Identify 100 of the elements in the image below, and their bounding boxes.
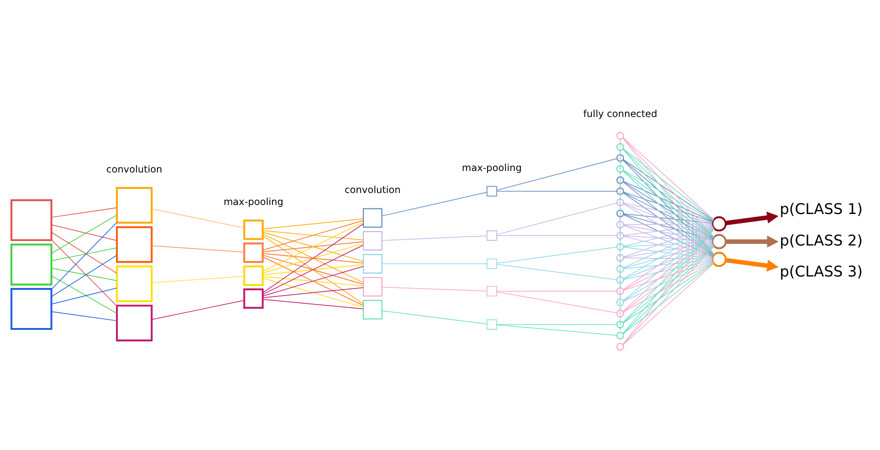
connector: [262, 252, 364, 263]
connector: [623, 213, 713, 240]
connector: [623, 158, 714, 220]
connector: [262, 221, 364, 272]
label: fully connected: [583, 108, 658, 120]
connector: [623, 224, 713, 246]
connector: [51, 274, 118, 314]
node-circle: [616, 242, 624, 250]
label: convolution: [344, 184, 401, 196]
connector: [51, 222, 118, 290]
connector: [623, 244, 714, 290]
connector: [623, 235, 713, 258]
connector: [623, 260, 713, 290]
connector: [51, 231, 118, 274]
label: max-pooling: [462, 162, 522, 174]
node-circle: [616, 176, 624, 184]
node-circle: [616, 220, 624, 228]
node-box: [116, 304, 153, 341]
node-text: p(CLASS 1): [780, 200, 863, 218]
connector: [262, 244, 364, 294]
connector: [51, 254, 118, 297]
node-box: [243, 219, 264, 240]
label: convolution: [106, 164, 162, 175]
connector: [152, 208, 244, 228]
connector: [623, 226, 714, 279]
node-circle: [711, 251, 727, 266]
connector: [623, 212, 713, 224]
connector: [623, 224, 713, 236]
connector: [51, 247, 118, 261]
node-box: [362, 276, 382, 296]
connector: [623, 242, 713, 268]
node-box: [486, 185, 498, 196]
node-box: [486, 285, 498, 296]
node-circle: [616, 254, 624, 262]
connector: [51, 310, 118, 321]
connector: [382, 191, 488, 216]
connector: [152, 275, 244, 282]
node-box: [10, 198, 52, 241]
node-box: [362, 230, 382, 250]
connector: [262, 256, 364, 306]
node-text: p(CLASS 2): [780, 232, 863, 249]
node-box: [362, 208, 382, 228]
connector: [262, 230, 364, 240]
connector: [51, 287, 118, 304]
node-circle: [711, 234, 727, 249]
node-box: [116, 186, 153, 224]
connector: [623, 214, 714, 257]
connector: [51, 224, 118, 240]
connector: [262, 264, 364, 275]
connector: [382, 235, 488, 240]
connector: [623, 260, 714, 302]
node-circle: [616, 209, 624, 217]
node-box: [362, 254, 382, 274]
connector: [623, 202, 713, 240]
connector: [496, 246, 618, 264]
connector: [623, 257, 713, 260]
connector: [51, 267, 118, 280]
node-circle: [616, 231, 624, 240]
connector: [623, 241, 713, 246]
node-circle: [616, 198, 624, 206]
connector: [623, 170, 714, 221]
connector: [496, 202, 618, 234]
connector: [262, 233, 364, 282]
connector: [496, 324, 618, 336]
connector: [623, 246, 713, 258]
node-circle: [616, 320, 624, 328]
connector: [152, 244, 244, 252]
connector: [496, 190, 618, 192]
node-box: [10, 288, 52, 330]
arrow: [726, 257, 779, 272]
connector: [623, 191, 713, 222]
connector: [623, 244, 714, 301]
node-box: [10, 243, 52, 285]
connector: [623, 226, 714, 268]
connector: [496, 291, 618, 313]
connector: [262, 254, 364, 284]
connector: [262, 240, 364, 252]
arrow: [726, 211, 779, 225]
connector: [262, 276, 364, 286]
connector: [496, 158, 618, 190]
node-circle: [616, 154, 624, 162]
connector: [496, 263, 618, 280]
node-box: [116, 264, 153, 302]
node-circle: [616, 264, 624, 272]
connector: [262, 231, 364, 262]
node-circle: [616, 331, 624, 339]
node-circle: [616, 164, 624, 172]
node-box: [243, 288, 264, 308]
node-circle: [616, 186, 624, 195]
node-box: [243, 242, 264, 262]
connector: [51, 238, 118, 306]
connector: [51, 214, 118, 254]
connector: [262, 242, 364, 273]
connector: [623, 202, 714, 256]
connector: [623, 180, 714, 238]
connector: [623, 242, 713, 258]
node-circle: [616, 286, 624, 295]
connector: [262, 220, 364, 250]
connector: [152, 300, 244, 320]
connector: [623, 202, 713, 222]
